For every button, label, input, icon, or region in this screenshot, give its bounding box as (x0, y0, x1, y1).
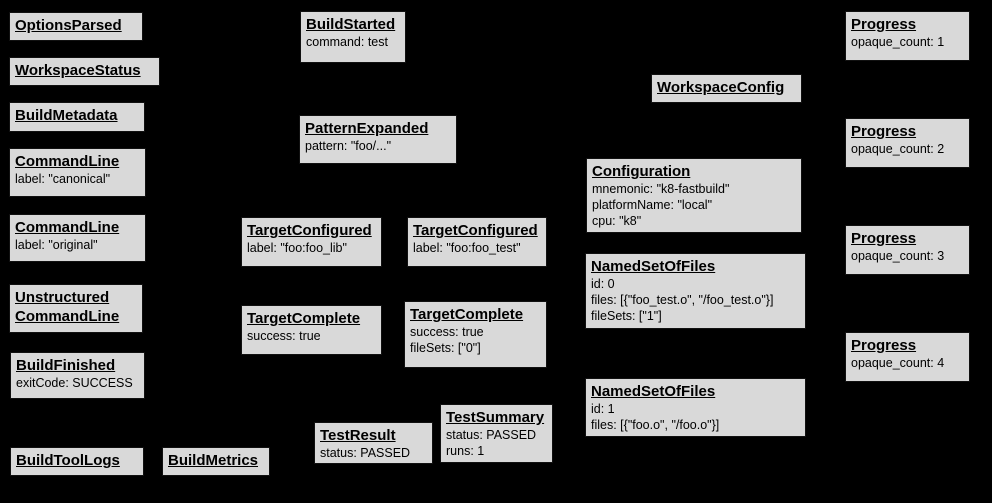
event-node-title: TestSummary (446, 409, 545, 426)
event-node-fields: id: 0 files: [{"foo_test.o", "/foo_test.… (591, 277, 774, 323)
event-node-target-complete-foo-lib: TargetComplete success: true (241, 305, 382, 355)
event-node-progress-1: Progress opaque_count: 1 (845, 11, 970, 61)
event-node-title: Progress (851, 123, 917, 140)
event-node-command-line-canonical: CommandLine label: "canonical" (9, 148, 146, 197)
event-node-title: BuildMetrics (168, 452, 259, 469)
event-node-fields: opaque_count: 3 (851, 249, 945, 263)
event-node-command-line-original: CommandLine label: "original" (9, 214, 146, 262)
event-node-progress-3: Progress opaque_count: 3 (845, 225, 970, 275)
event-node-build-tool-logs: BuildToolLogs (10, 447, 144, 476)
event-node-configuration: Configuration mnemonic: "k8-fastbuild" p… (586, 158, 802, 233)
event-node-title: Progress (851, 337, 917, 354)
event-node-title: Progress (851, 230, 917, 247)
event-node-title: Configuration (592, 163, 691, 180)
event-node-fields: label: "foo:foo_lib" (247, 241, 347, 255)
event-node-title: BuildStarted (306, 16, 396, 33)
event-node-unstructured-command-line: Unstructured CommandLine (9, 284, 143, 333)
event-node-workspace-config: WorkspaceConfig (651, 74, 802, 103)
event-node-named-set-of-files-1: NamedSetOfFiles id: 1 files: [{"foo.o", … (585, 378, 806, 437)
event-node-title: WorkspaceStatus (15, 62, 141, 79)
event-node-fields: label: "foo:foo_test" (413, 241, 521, 255)
event-node-fields: opaque_count: 2 (851, 142, 945, 156)
event-node-fields: mnemonic: "k8-fastbuild" platformName: "… (592, 182, 730, 228)
event-node-fields: command: test (306, 35, 388, 49)
event-node-title: Unstructured CommandLine (15, 289, 120, 325)
event-node-fields: id: 1 files: [{"foo.o", "/foo.o"}] (591, 402, 720, 432)
event-node-target-configured-foo-test: TargetConfigured label: "foo:foo_test" (407, 217, 547, 267)
event-node-fields: success: true (247, 329, 321, 343)
event-node-title: BuildMetadata (15, 107, 118, 124)
event-node-title: WorkspaceConfig (657, 79, 785, 96)
event-node-target-complete-foo-test: TargetComplete success: true fileSets: [… (404, 301, 547, 368)
event-node-fields: pattern: "foo/..." (305, 139, 392, 153)
event-node-title: NamedSetOfFiles (591, 383, 716, 400)
event-node-build-started: BuildStarted command: test (300, 11, 406, 63)
event-node-target-configured-foo-lib: TargetConfigured label: "foo:foo_lib" (241, 217, 382, 267)
event-node-title: PatternExpanded (305, 120, 429, 137)
event-node-fields: status: PASSED runs: 1 (446, 428, 537, 458)
event-node-title: NamedSetOfFiles (591, 258, 716, 275)
event-node-title: TargetConfigured (413, 222, 538, 239)
event-node-progress-4: Progress opaque_count: 4 (845, 332, 970, 382)
event-node-fields: exitCode: SUCCESS (16, 376, 133, 390)
event-node-pattern-expanded: PatternExpanded pattern: "foo/..." (299, 115, 457, 164)
event-node-title: CommandLine (15, 153, 120, 170)
event-node-fields: opaque_count: 4 (851, 356, 945, 370)
event-node-title: OptionsParsed (15, 17, 122, 34)
event-node-build-metadata: BuildMetadata (9, 102, 145, 132)
event-node-test-result: TestResult status: PASSED (314, 422, 433, 464)
event-node-title: BuildToolLogs (16, 452, 120, 469)
event-node-progress-2: Progress opaque_count: 2 (845, 118, 970, 168)
event-node-named-set-of-files-0: NamedSetOfFiles id: 0 files: [{"foo_test… (585, 253, 806, 329)
event-node-fields: opaque_count: 1 (851, 35, 945, 49)
event-node-title: TargetComplete (410, 306, 524, 323)
event-node-title: Progress (851, 16, 917, 33)
event-node-workspace-status: WorkspaceStatus (9, 57, 160, 86)
event-node-title: TargetConfigured (247, 222, 372, 239)
event-node-test-summary: TestSummary status: PASSED runs: 1 (440, 404, 553, 463)
event-node-fields: success: true fileSets: ["0"] (410, 325, 484, 355)
event-node-fields: status: PASSED (320, 446, 411, 460)
event-node-title: CommandLine (15, 219, 120, 236)
event-node-fields: label: "canonical" (15, 172, 111, 186)
event-node-options-parsed: OptionsParsed (9, 12, 143, 41)
event-node-build-metrics: BuildMetrics (162, 447, 270, 476)
event-node-title: BuildFinished (16, 357, 116, 374)
event-node-fields: label: "original" (15, 238, 98, 252)
event-node-title: TargetComplete (247, 310, 361, 327)
event-node-build-finished: BuildFinished exitCode: SUCCESS (10, 352, 145, 399)
event-node-title: TestResult (320, 427, 396, 444)
